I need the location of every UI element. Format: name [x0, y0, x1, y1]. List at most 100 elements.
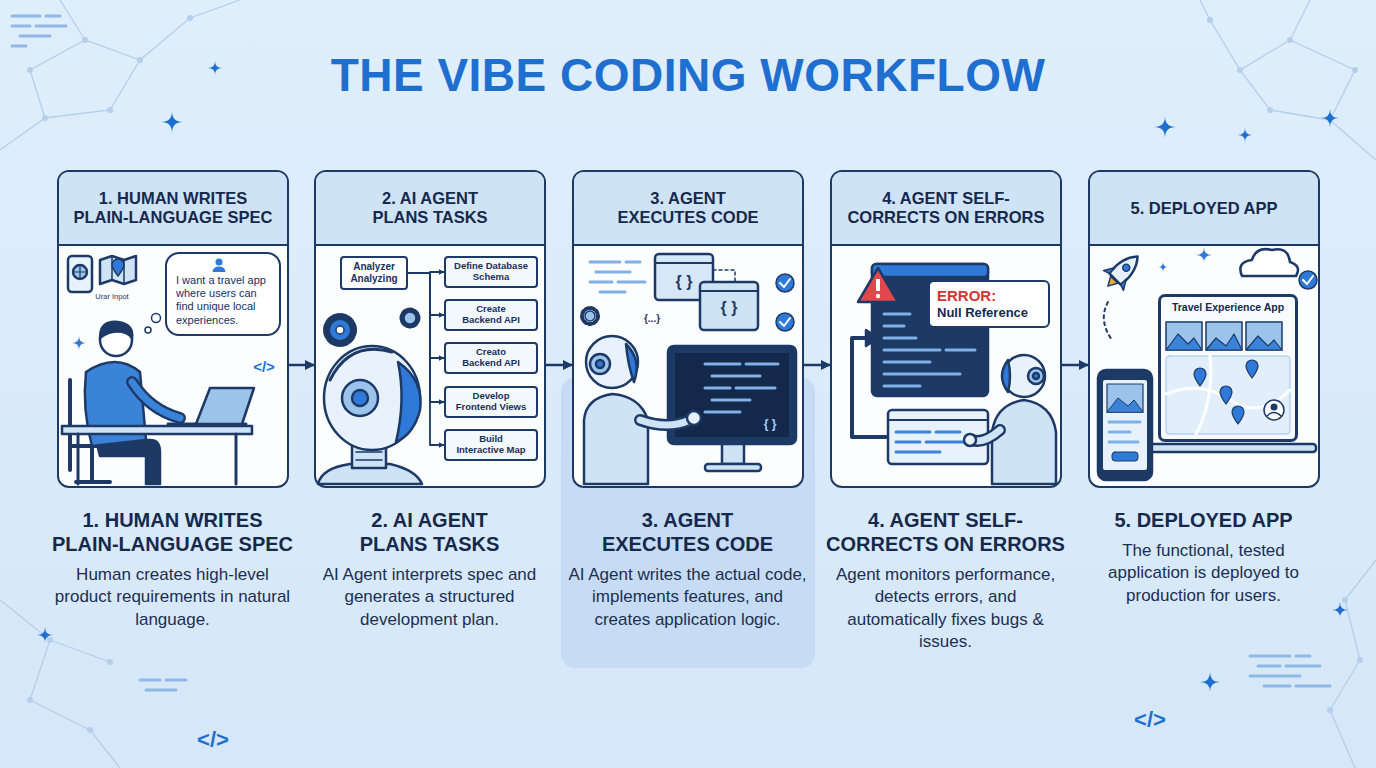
- planner-robot: [324, 346, 420, 450]
- coder-robot: [626, 344, 637, 382]
- deployed-devices: [1104, 276, 1117, 289]
- coder-robot: [675, 353, 789, 437]
- human-illustration: [132, 382, 180, 418]
- debugger-robot: [858, 268, 898, 302]
- step-heading: 4. AGENT SELF-CORRECTS ON ERRORS: [818, 508, 1074, 556]
- deployed-devices: [1166, 334, 1202, 350]
- step-heading: 5. DEPLOYED APP: [1076, 508, 1332, 532]
- coder-robot: [596, 360, 604, 368]
- deployed-devices: [1246, 336, 1282, 350]
- network-dots: [1267, 107, 1273, 113]
- debugger-robot: [852, 338, 886, 437]
- network-dots: [107, 107, 113, 113]
- code-brace: { }: [721, 299, 738, 317]
- planner-robot: [336, 326, 344, 334]
- deployed-devices: [1158, 262, 1168, 272]
- step-description: The functional, tested application is de…: [1084, 540, 1324, 607]
- card-fill: [57, 170, 1320, 488]
- human-illustration: [96, 440, 160, 484]
- network-dots: [107, 659, 113, 665]
- step-card: 4. AGENT SELF-CORRECTS ON ERRORS4. AGENT…: [830, 170, 1062, 488]
- node-text: Analyzer Analyzing: [345, 261, 403, 285]
- coder-robot: [713, 270, 735, 282]
- planner-robot: [404, 312, 416, 324]
- human-illustration: [100, 322, 132, 338]
- network-dots: [1357, 657, 1363, 663]
- network-dots: [1207, 17, 1213, 23]
- human-illustration: [78, 434, 236, 484]
- network-dots: [1352, 67, 1358, 73]
- network-decoration: [1240, 70, 1330, 120]
- deployed-devices: [1271, 404, 1278, 411]
- deployed-devices: [1104, 302, 1112, 340]
- person-icon: [216, 259, 223, 266]
- deployed-devices: [1206, 322, 1242, 350]
- code-symbol: </>: [1134, 707, 1166, 733]
- deployed-devices: [1104, 264, 1131, 291]
- caption-block: 1. HUMAN WRITES PLAIN-LANGUAGE SPECHuman…: [45, 508, 301, 631]
- network-decoration: [50, 640, 110, 662]
- task-box: Creato Backend API: [444, 342, 538, 374]
- step-description: AI Agent interprets spec and generates a…: [310, 564, 550, 631]
- speech-bubble: I want a travel app where users can find…: [165, 252, 281, 336]
- debugger-robot: [896, 432, 970, 452]
- task-box: Define Database Schema: [444, 256, 538, 288]
- debugger-robot: [1003, 355, 1045, 397]
- human-illustration: [68, 256, 92, 292]
- step-description: Agent monitors performance, detects erro…: [826, 564, 1066, 654]
- debugger-robot: [888, 410, 988, 464]
- code-dash-decoration: [1250, 656, 1330, 686]
- code-dash-decoration: [12, 16, 66, 46]
- node-text: Define Database Schema: [449, 261, 533, 283]
- planner-robot: [352, 390, 368, 406]
- coder-robot: [705, 364, 778, 412]
- network-dots: [1342, 597, 1348, 603]
- network-decoration: [1290, 0, 1310, 40]
- network-dots: [1287, 37, 1293, 43]
- caption-block: 3. AGENT EXECUTES CODEAI Agent writes th…: [560, 508, 816, 631]
- deployed-devices: [1246, 322, 1282, 350]
- network-decoration: [1330, 560, 1376, 768]
- step-description: AI Agent writes the actual code, impleme…: [568, 564, 808, 631]
- deployed-devices: [1206, 334, 1242, 350]
- deployed-devices: [1166, 356, 1290, 434]
- coder-robot: [586, 336, 638, 388]
- card-fill: [830, 170, 1062, 488]
- human-illustration: [73, 265, 87, 279]
- caption-block: 4. AGENT SELF-CORRECTS ON ERRORS Agent mo…: [818, 508, 1074, 654]
- coder-robot: [705, 464, 761, 471]
- debugger-robot: [876, 279, 880, 291]
- sparkle-stars: [37, 61, 1348, 692]
- human-illustration: [73, 265, 87, 279]
- coder-robot: [590, 262, 645, 292]
- flow-arrow: [289, 364, 314, 367]
- step-heading: 1. HUMAN WRITES PLAIN-LANGUAGE SPEC: [45, 508, 301, 556]
- planner-robot: [396, 362, 421, 442]
- coder-robot: [582, 254, 796, 484]
- debugger-robot: [1028, 368, 1044, 384]
- node-text: I want a travel app where users can find…: [176, 274, 273, 327]
- flow-arrow: [546, 364, 572, 367]
- deployed-devices: [1220, 386, 1232, 404]
- sparkle-stars: [1238, 128, 1252, 142]
- network-dots: [47, 637, 53, 643]
- coder-robot: [780, 279, 790, 287]
- planner-robot: [318, 310, 422, 484]
- coder-robot: [582, 308, 598, 324]
- network-dots: [82, 37, 88, 43]
- deployed-devices: [1121, 263, 1131, 273]
- debugger-robot: [888, 419, 988, 421]
- planner-robot: [326, 316, 354, 344]
- human-illustration: [196, 388, 254, 424]
- deployed-devices: [1107, 384, 1143, 412]
- network-dots: [187, 15, 193, 21]
- debugger-robot: [866, 330, 878, 346]
- deployed-devices: [1166, 322, 1202, 350]
- coder-robot: [585, 311, 595, 321]
- card-title: 1. HUMAN WRITES PLAIN-LANGUAGE SPEC: [67, 189, 279, 227]
- network-dots: [42, 115, 48, 121]
